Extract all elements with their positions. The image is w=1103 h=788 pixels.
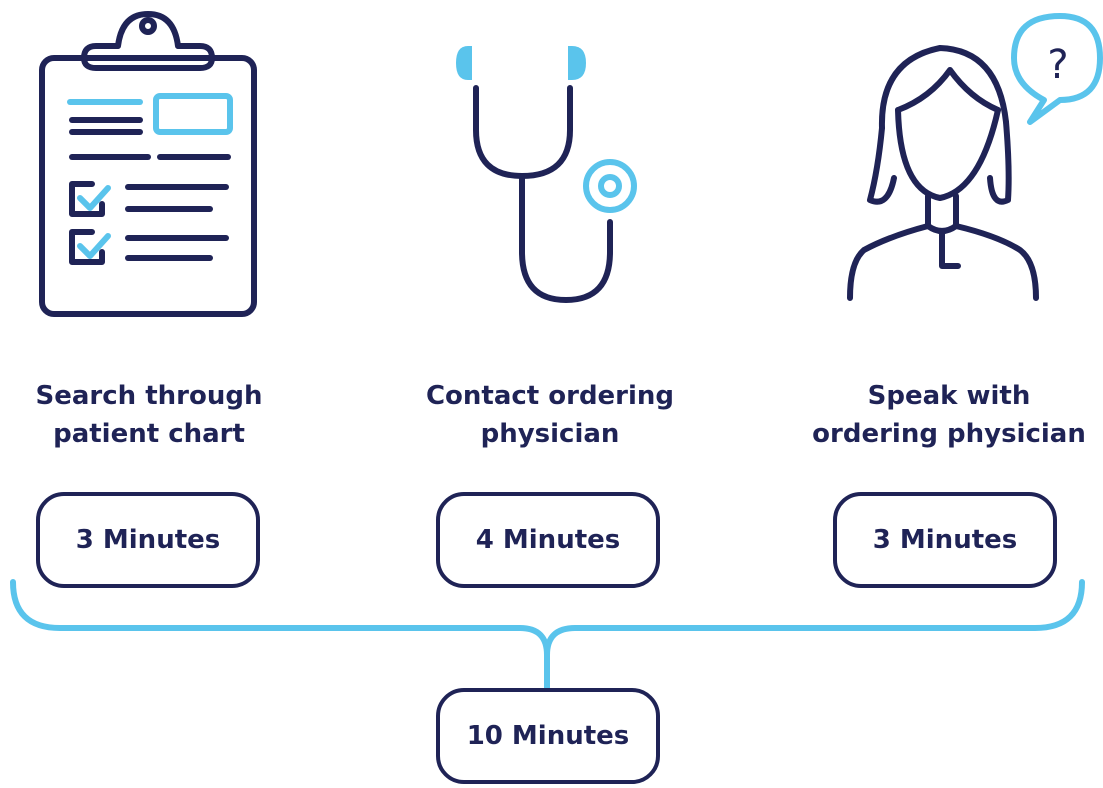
step-2-time-badge: 4 Minutes (436, 492, 660, 588)
step-3-time-badge: 3 Minutes (833, 492, 1057, 588)
step-3-label: Speak with ordering physician (795, 377, 1103, 453)
step-3-label-line2: ordering physician (812, 419, 1086, 449)
step-2-label-line2: physician (480, 419, 620, 449)
step-1-label: Search through patient chart (0, 377, 298, 453)
step-1-label-line1: Search through (35, 381, 263, 411)
step-1-time-badge: 3 Minutes (36, 492, 260, 588)
step-2-label-line1: Contact ordering (425, 381, 675, 411)
step-2-label: Contact ordering physician (395, 377, 705, 453)
step-3-label-line1: Speak with (867, 381, 1031, 411)
step-1-label-line2: patient chart (53, 419, 245, 449)
total-time-badge: 10 Minutes (436, 688, 660, 784)
stethoscope-icon (456, 46, 637, 303)
question-mark: ? (1047, 42, 1068, 88)
person-question-icon: ? (847, 13, 1103, 301)
clipboard-checklist-icon (39, 11, 257, 317)
